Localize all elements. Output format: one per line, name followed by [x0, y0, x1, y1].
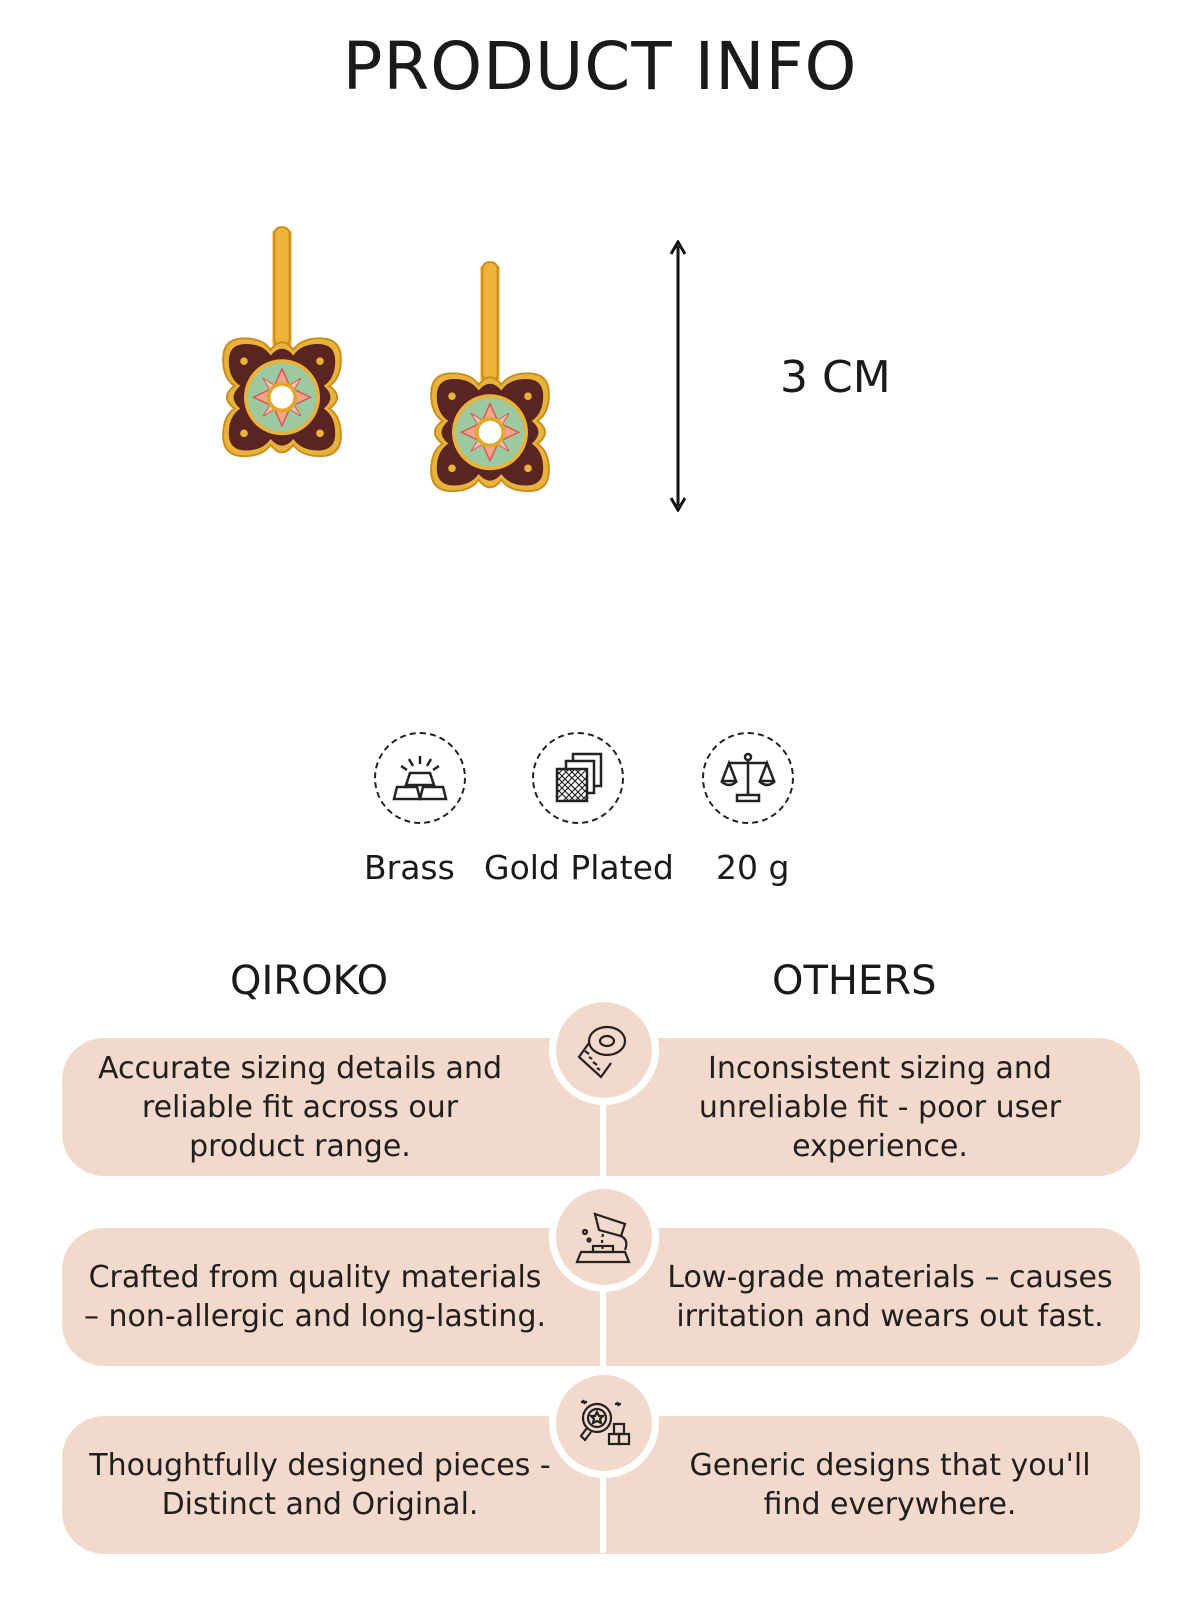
qiroko-column-header: QIROKO: [230, 958, 389, 1004]
metal-pouring-icon: [549, 1182, 659, 1292]
dimension-arrow-icon: [669, 240, 687, 512]
earrings-illustration: [200, 210, 600, 540]
plating-layers-icon: [532, 732, 624, 824]
others-text: Inconsistent sizing and unreliable fit -…: [698, 1050, 1062, 1164]
others-text: Low-grade materials – causes irritation …: [667, 1260, 1113, 1334]
feature-list: Brass Gold Plated 20 g: [364, 732, 820, 902]
column-divider: [600, 1075, 606, 1553]
gold-bars-icon: [374, 732, 466, 824]
others-text: Generic designs that you'll find everywh…: [689, 1448, 1091, 1522]
weighing-scale-icon: [702, 732, 794, 824]
feature-label-weight: 20 g: [716, 848, 790, 887]
feature-label-finish: Gold Plated: [484, 848, 674, 887]
qiroko-text: Thoughtfully designed pieces - Distinct …: [89, 1448, 551, 1522]
size-label: 3 CM: [780, 352, 891, 403]
feature-label-material: Brass: [364, 848, 455, 887]
original-design-icon: [549, 1368, 659, 1478]
others-column-header: OTHERS: [772, 958, 937, 1004]
qiroko-text: Crafted from quality materials – non-all…: [83, 1260, 547, 1334]
page-title: PRODUCT INFO: [342, 28, 858, 105]
qiroko-text: Accurate sizing details and reliable fit…: [97, 1050, 503, 1164]
measuring-tape-icon: [549, 995, 659, 1105]
